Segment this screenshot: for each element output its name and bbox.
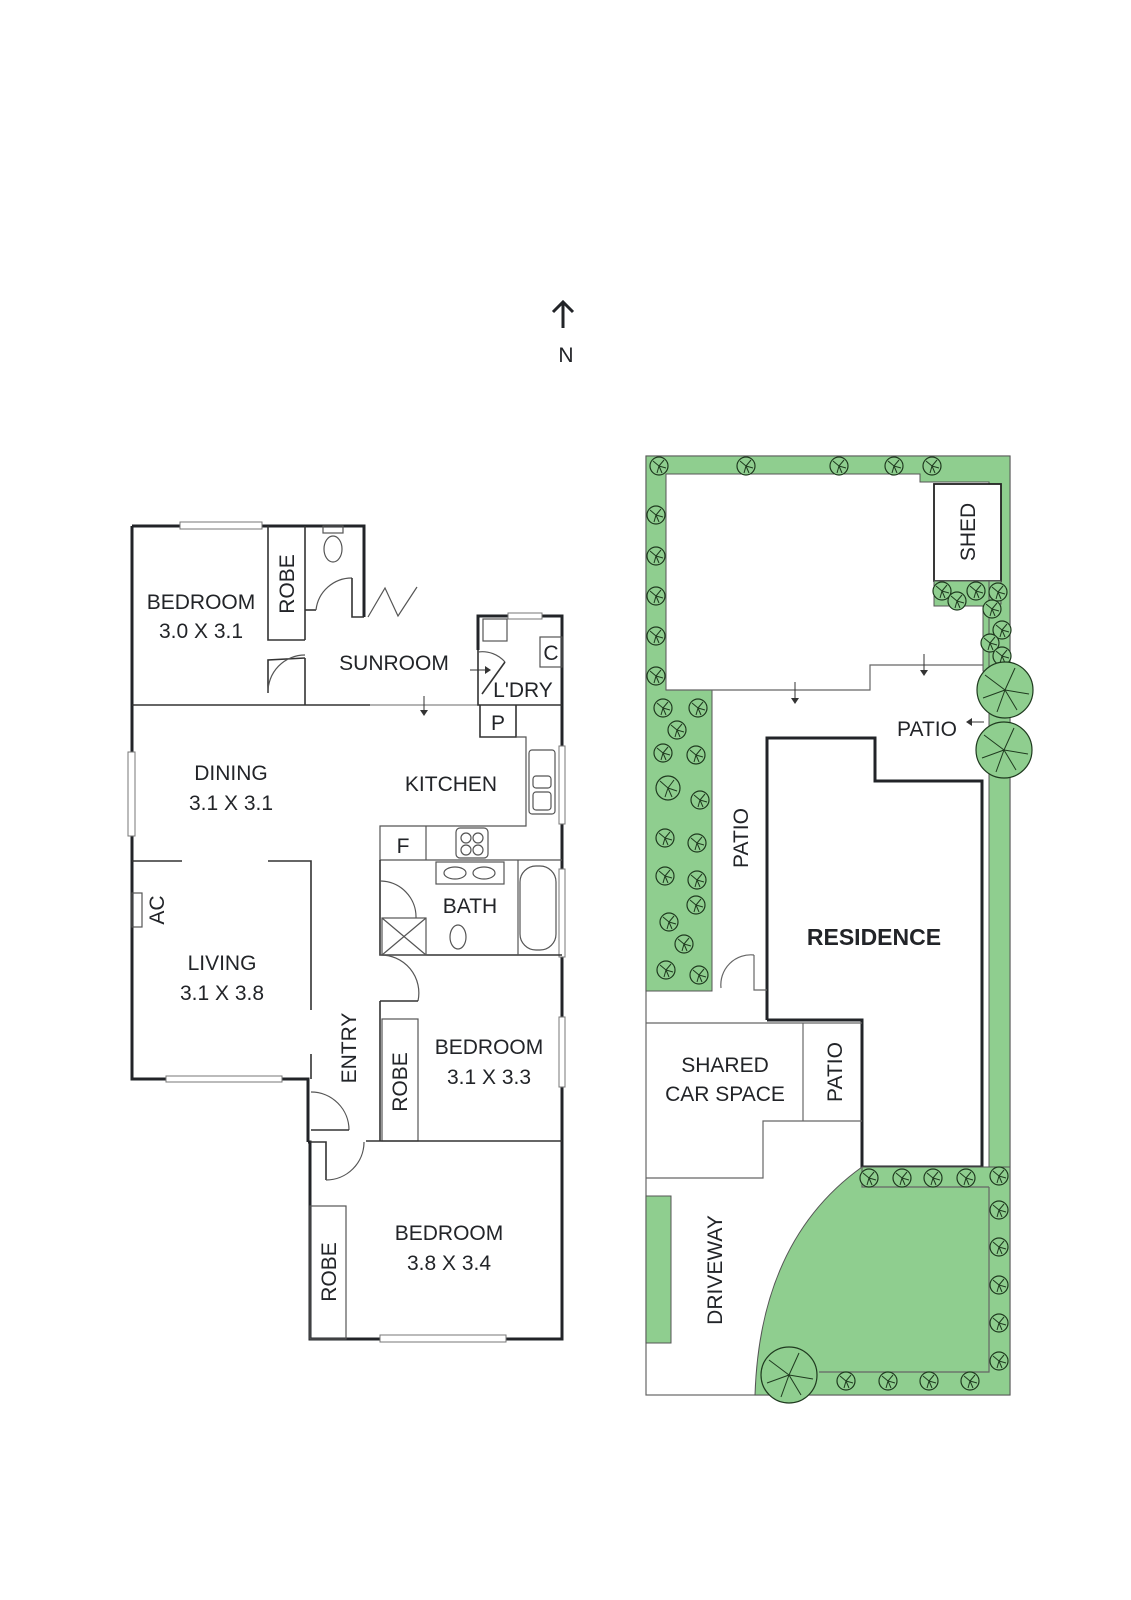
- compass-label: N: [558, 344, 573, 367]
- room-size-bedroom1: 3.0 X 3.1: [159, 620, 243, 643]
- site-plan: [645, 455, 1011, 1396]
- room-label-bedroom1: BEDROOM: [147, 591, 256, 614]
- room-size-dining: 3.1 X 3.1: [189, 792, 273, 815]
- area-label-car-space-2: CAR SPACE: [665, 1083, 785, 1106]
- area-label-car-space: SHARED: [681, 1054, 769, 1077]
- room-label-bedroom2: BEDROOM: [435, 1036, 544, 1059]
- room-label-laundry: L'DRY: [493, 679, 553, 702]
- room-size-living: 3.1 X 3.8: [180, 982, 264, 1005]
- room-size-bedroom3: 3.8 X 3.4: [407, 1252, 491, 1275]
- room-label-living: LIVING: [188, 952, 257, 975]
- room-label-robe2: ROBE: [389, 1052, 412, 1112]
- room-label-bath: BATH: [443, 895, 497, 918]
- north-arrow-icon: [551, 299, 575, 328]
- room-size-bedroom2: 3.1 X 3.3: [447, 1066, 531, 1089]
- room-label-sunroom: SUNROOM: [339, 652, 449, 675]
- room-label-robe3: ROBE: [318, 1242, 341, 1302]
- site-plan-labels: SHED PATIO PATIO RESIDENCE SHARED CAR SP…: [665, 503, 980, 1325]
- room-label-pantry: P: [491, 712, 505, 735]
- room-label-bedroom3: BEDROOM: [395, 1222, 504, 1245]
- room-label-cupboard: C: [543, 642, 558, 665]
- room-label-entry: ENTRY: [338, 1013, 361, 1084]
- area-label-patio-side: PATIO: [730, 808, 753, 868]
- area-label-patio-rear: PATIO: [897, 718, 957, 741]
- label-ac: AC: [146, 895, 169, 924]
- floor-plan: [127, 521, 566, 1343]
- area-label-patio-front: PATIO: [824, 1042, 847, 1102]
- floor-plan-labels: BEDROOM 3.0 X 3.1 ROBE SUNROOM L'DRY C P…: [146, 554, 559, 1302]
- area-label-driveway: DRIVEWAY: [704, 1215, 727, 1325]
- room-label-fridge: F: [397, 835, 410, 858]
- area-label-shed: SHED: [957, 503, 980, 561]
- area-label-residence: RESIDENCE: [807, 924, 941, 950]
- room-label-dining: DINING: [194, 762, 268, 785]
- room-label-robe1: ROBE: [276, 554, 299, 614]
- room-label-kitchen: KITCHEN: [405, 773, 497, 796]
